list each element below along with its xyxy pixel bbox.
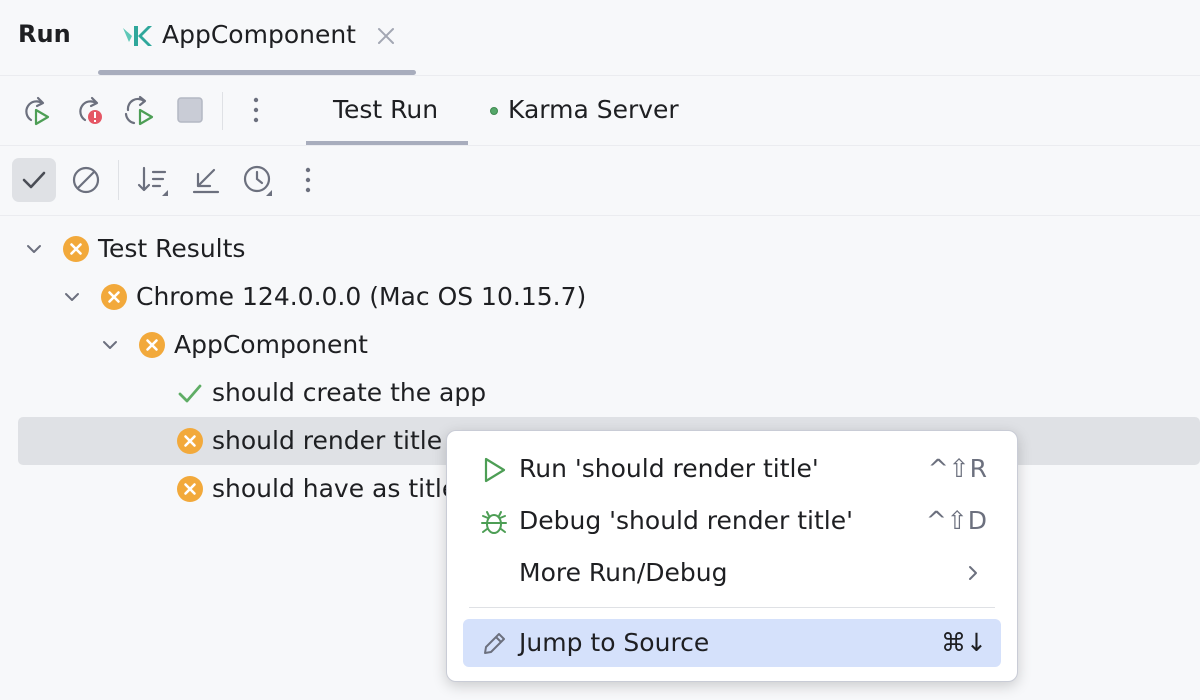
tree-node-test[interactable]: should create the app <box>18 369 1200 417</box>
tree-node-label: Chrome 124.0.0.0 (Mac OS 10.15.7) <box>136 282 587 311</box>
test-passed-check-icon <box>178 384 202 403</box>
toolbar-separator <box>222 92 223 130</box>
context-menu: Run 'should render title' ^⇧R Debug 'sho… <box>446 430 1018 682</box>
server-status-dot <box>490 107 498 115</box>
karma-k-icon <box>123 26 152 46</box>
toolbar-separator <box>118 160 119 200</box>
collapse-all-icon[interactable] <box>186 160 226 200</box>
menu-shortcut: ⌘↓ <box>941 628 987 657</box>
divider <box>0 215 1200 216</box>
menu-shortcut: ^⇧D <box>925 506 987 535</box>
active-subtab-indicator <box>306 141 468 145</box>
test-failed-icon <box>63 236 89 262</box>
sort-icon[interactable] <box>134 160 174 200</box>
debug-bug-icon <box>481 511 507 534</box>
test-failed-icon <box>101 284 127 310</box>
toggle-auto-test-icon[interactable] <box>118 90 158 130</box>
menu-item-run[interactable]: Run 'should render title' ^⇧R <box>463 445 1001 493</box>
show-passed-check-icon <box>22 171 46 189</box>
tool-window-title: Run <box>18 20 71 48</box>
test-failed-icon <box>139 332 165 358</box>
chevron-down-icon[interactable] <box>22 237 46 261</box>
rerun-icon[interactable] <box>14 90 54 130</box>
tree-node-test[interactable]: should have as title <box>18 465 1200 513</box>
divider <box>0 145 1200 146</box>
show-passed-toggle[interactable] <box>12 158 56 202</box>
tab-test-run[interactable]: Test Run <box>333 95 439 124</box>
show-ignored-icon[interactable] <box>66 160 106 200</box>
more-vertical-icon[interactable] <box>236 90 276 130</box>
history-icon[interactable] <box>238 160 278 200</box>
test-failed-icon <box>177 428 203 454</box>
more-vertical-icon[interactable] <box>288 160 328 200</box>
chevron-down-icon[interactable] <box>60 285 84 309</box>
menu-item-label: Run 'should render title' <box>519 454 819 483</box>
stop-icon[interactable] <box>170 90 210 130</box>
menu-item-label: More Run/Debug <box>519 558 728 587</box>
tree-node-label: should render title <box>212 426 443 455</box>
tab-appcomponent[interactable]: AppComponent <box>162 20 356 49</box>
menu-item-debug[interactable]: Debug 'should render title' ^⇧D <box>463 497 1001 545</box>
menu-item-label: Debug 'should render title' <box>519 506 853 535</box>
divider <box>0 75 1200 76</box>
tree-node-label: AppComponent <box>174 330 368 359</box>
tree-node-label: should have as title <box>212 474 458 503</box>
tab-karma-server[interactable]: Karma Server <box>508 95 679 124</box>
menu-shortcut: ^⇧R <box>927 454 987 483</box>
tree-node-chrome[interactable]: Chrome 124.0.0.0 (Mac OS 10.15.7) <box>18 273 1200 321</box>
tree-node-test-results[interactable]: Test Results <box>18 225 1200 273</box>
tree-node-label: should create the app <box>212 378 487 407</box>
tree-node-appcomponent[interactable]: AppComponent <box>18 321 1200 369</box>
menu-item-jump-to-source[interactable]: Jump to Source ⌘↓ <box>463 619 1001 667</box>
chevron-right-icon <box>969 566 977 580</box>
rerun-failed-icon[interactable] <box>68 90 108 130</box>
menu-separator <box>469 607 995 608</box>
menu-item-more-run-debug[interactable]: More Run/Debug <box>463 549 1001 597</box>
pencil-edit-icon <box>484 633 505 654</box>
active-tab-indicator <box>98 70 416 75</box>
close-icon[interactable] <box>372 22 400 50</box>
menu-item-label: Jump to Source <box>519 628 710 657</box>
run-play-icon <box>484 457 506 483</box>
test-failed-icon <box>177 476 203 502</box>
chevron-down-icon[interactable] <box>98 333 122 357</box>
tree-node-label: Test Results <box>98 234 246 263</box>
